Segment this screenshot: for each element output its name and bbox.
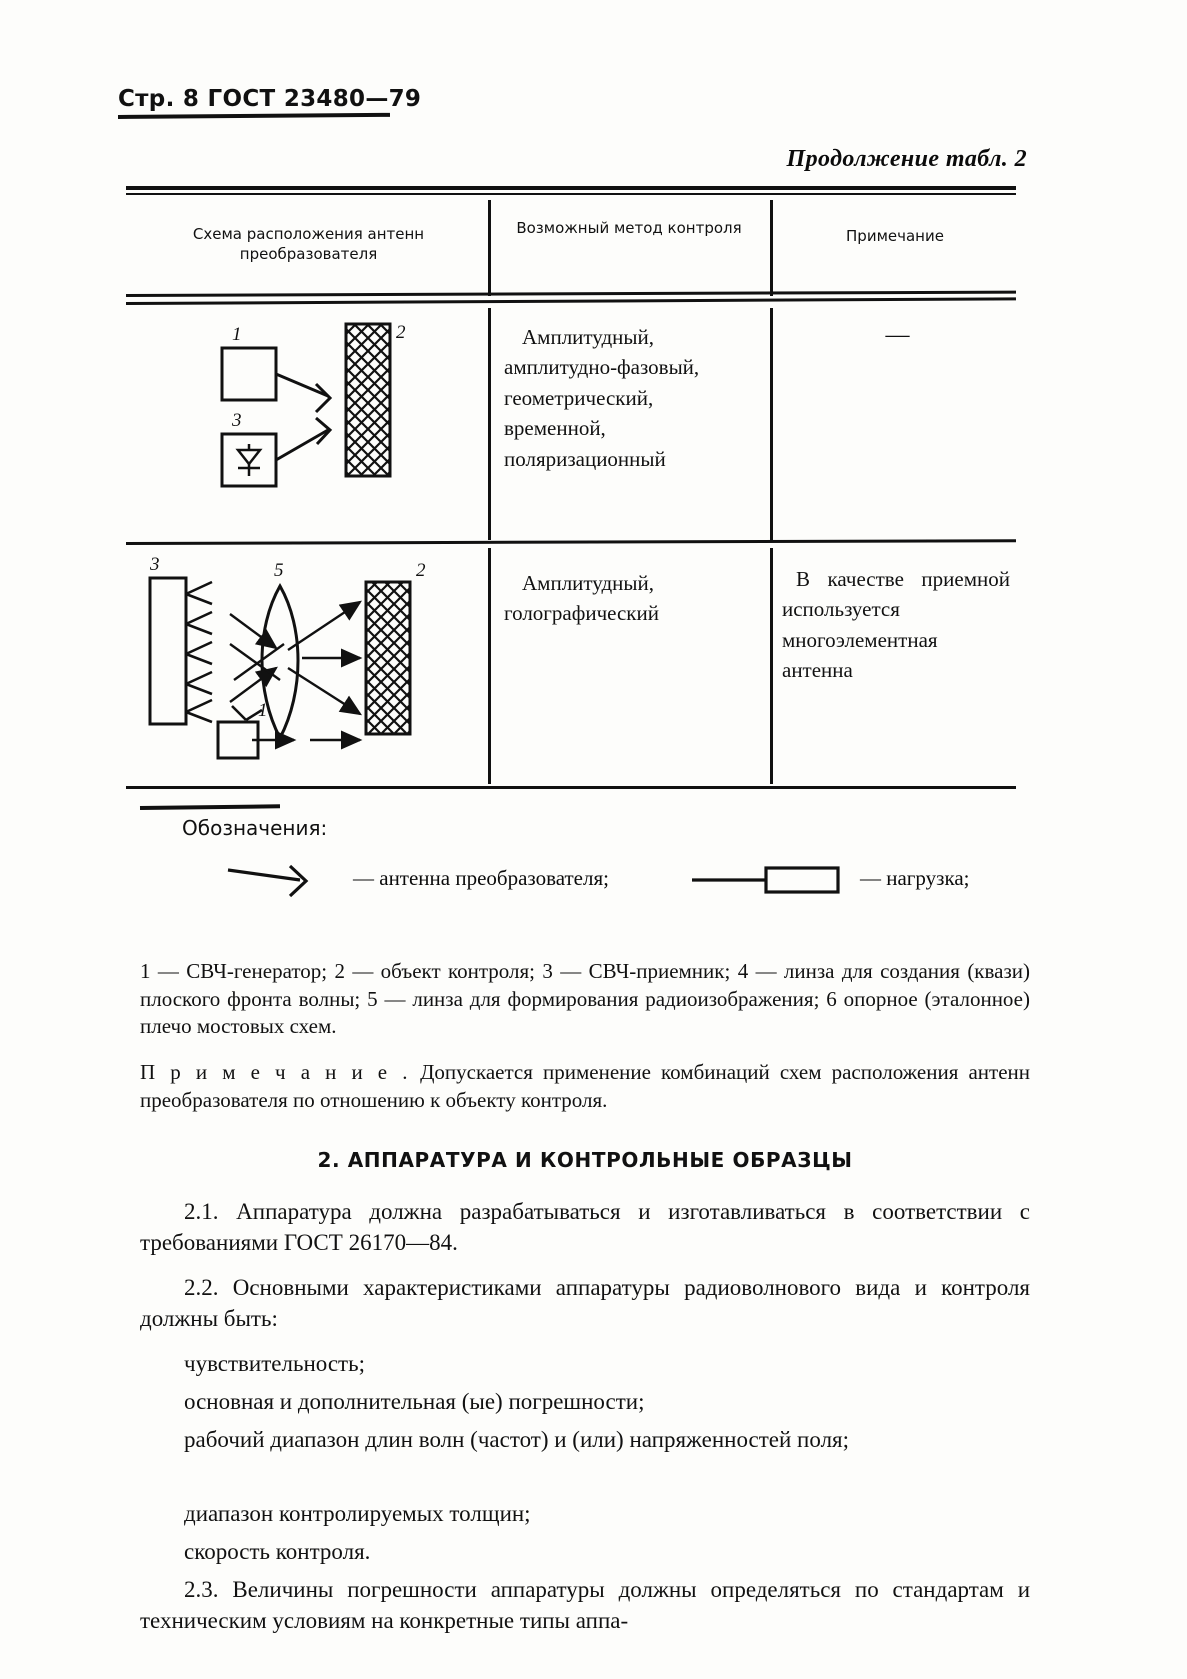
antenna-symbol [227, 864, 309, 898]
method-cell-row2: Амплитудный, голографический [504, 571, 659, 626]
svg-text:1: 1 [258, 700, 268, 721]
table-column-divider-1-row1 [488, 308, 491, 540]
table-header-border [125, 290, 1016, 297]
footnote-text: Допускается применение комбинаций схем р… [140, 1060, 1030, 1113]
list-item-wavelength: рабочий диапазон длин волн (частот) и (и… [184, 1427, 850, 1452]
scheme-diagram-row2-svg: 3 5 2 1 [148, 554, 426, 760]
load-symbol [692, 866, 840, 894]
svg-text:3: 3 [231, 410, 242, 431]
footnote-label: П р и м е ч а н и е . [140, 1060, 410, 1084]
legend-symbols-svg [227, 864, 840, 898]
legend-label-load: — нагрузка; [860, 866, 970, 890]
table-column-divider-2-row1 [770, 308, 773, 540]
scheme-diagram-row2: 3 5 2 1 [134, 552, 482, 780]
clause-2-3: 2.3. Величины погрешности аппаратуры дол… [140, 1577, 1030, 1634]
legend-symbol-row: — антенна преобразователя; — нагрузка; [150, 856, 1050, 904]
scheme-diagram-row1: 1 3 2 [134, 312, 482, 536]
note-cell-row1: — [786, 318, 1010, 353]
table-column-divider-1-header [488, 200, 491, 296]
clause-2-2: 2.2. Основными характеристиками аппарату… [140, 1275, 1030, 1332]
table-column-divider-2-row2 [770, 548, 773, 784]
column-header-note: Примечание [846, 227, 944, 245]
table-top-border-thin [126, 193, 1016, 195]
page-number-and-standard: Стр. 8 ГОСТ 23480—79 [118, 86, 422, 112]
svg-text:5: 5 [274, 560, 284, 581]
list-item-sensitivity: чувствительность; [184, 1351, 365, 1376]
table-continuation-label: Продолжение табл. 2 [786, 146, 1027, 172]
table-row-divider [125, 539, 1017, 545]
table-top-border [126, 186, 1016, 190]
table-2-continued: Схема расположения антенн преобразовател… [125, 186, 1017, 789]
clause-2-1: 2.1. Аппаратура должна разрабатываться и… [140, 1199, 1030, 1256]
table-column-divider-2-header [770, 200, 773, 296]
legend-items-text: 1 — СВЧ-генератор; 2 — объект контроля; … [140, 959, 1030, 1039]
note-dash-row1: — [885, 322, 911, 348]
legend-title: Обозначения: [182, 816, 328, 840]
svg-text:2: 2 [416, 560, 426, 581]
table-bottom-border [126, 786, 1016, 789]
section-heading: 2. АППАРАТУРА И КОНТРОЛЬНЫЕ ОБРАЗЦЫ [317, 1148, 853, 1172]
legend-separator-rule [139, 804, 281, 810]
table-footnote: П р и м е ч а н и е . Допускается примен… [140, 1058, 1030, 1114]
svg-text:3: 3 [149, 554, 160, 575]
svg-text:1: 1 [232, 324, 242, 345]
column-header-scheme: Схема расположения антенн преобразовател… [192, 225, 425, 264]
note-cell-row2: В качестве приемной используется многоэл… [782, 567, 1010, 683]
table-header-border-thin [125, 297, 1016, 305]
column-header-method: Возможный метод контроля [516, 219, 742, 237]
list-item-speed: скорость контроля. [184, 1539, 371, 1564]
legend-label-antenna: — антенна преобразователя; [353, 866, 609, 890]
list-item-thickness: диапазон контролируемых толщин; [184, 1501, 531, 1526]
method-cell-row1: Амплитудный, амплитудно-фазовый, геометр… [504, 325, 700, 471]
list-item-errors: основная и дополнительная (ые) погрешнос… [184, 1389, 645, 1414]
header-rule [117, 112, 391, 119]
scheme-diagram-row1-svg: 1 3 2 [220, 322, 406, 488]
table-column-divider-1-row2 [488, 548, 491, 784]
page-header: Стр. 8 ГОСТ 23480—79 [117, 86, 638, 119]
svg-text:2: 2 [396, 322, 406, 343]
